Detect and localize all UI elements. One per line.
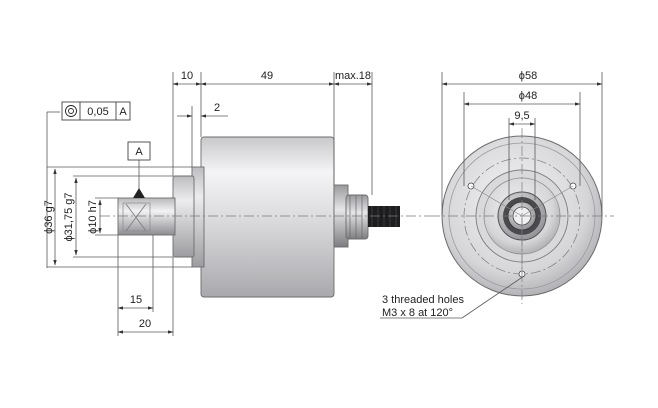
dim-flange-thickness: 10 <box>181 70 193 82</box>
shaft-flat-mark <box>125 203 147 232</box>
dim-housing-diameter: ϕ58 <box>519 70 537 82</box>
dim-spigot-diameter: ϕ31,75 g7 <box>63 193 75 242</box>
front-view <box>430 128 614 304</box>
tolerance-frame <box>61 101 131 121</box>
dim-step: 2 <box>214 102 220 114</box>
cable-gland-body <box>345 194 369 240</box>
concentricity-icon <box>65 105 77 117</box>
dim-outer-diameter: ϕ36 g7 <box>43 200 55 234</box>
side-dimensions <box>46 72 373 336</box>
dim-shaft-length: 20 <box>139 318 151 330</box>
side-view <box>100 136 430 298</box>
tolerance-datum: A <box>119 106 127 118</box>
dim-bolt-circle-diameter: ϕ48 <box>519 90 537 102</box>
spigot <box>172 175 195 258</box>
dim-shaft-diameter: ϕ10 h7 <box>87 200 99 234</box>
datum-triangle <box>133 188 145 198</box>
dim-spacing: 9,5 <box>514 110 529 122</box>
dim-cable-gland: max.18 <box>335 70 371 82</box>
note-line-1: 3 threaded holes <box>382 294 464 306</box>
dim-body-length: 49 <box>261 70 273 82</box>
housing-body <box>200 136 335 298</box>
front-dimensions <box>380 72 603 319</box>
datum-label: A <box>135 146 143 158</box>
note-line-2: M3 x 8 at 120° <box>382 307 453 319</box>
shaft <box>117 197 176 236</box>
dim-shaft-flat: 15 <box>130 294 142 306</box>
tolerance-value: 0,05 <box>87 106 108 118</box>
